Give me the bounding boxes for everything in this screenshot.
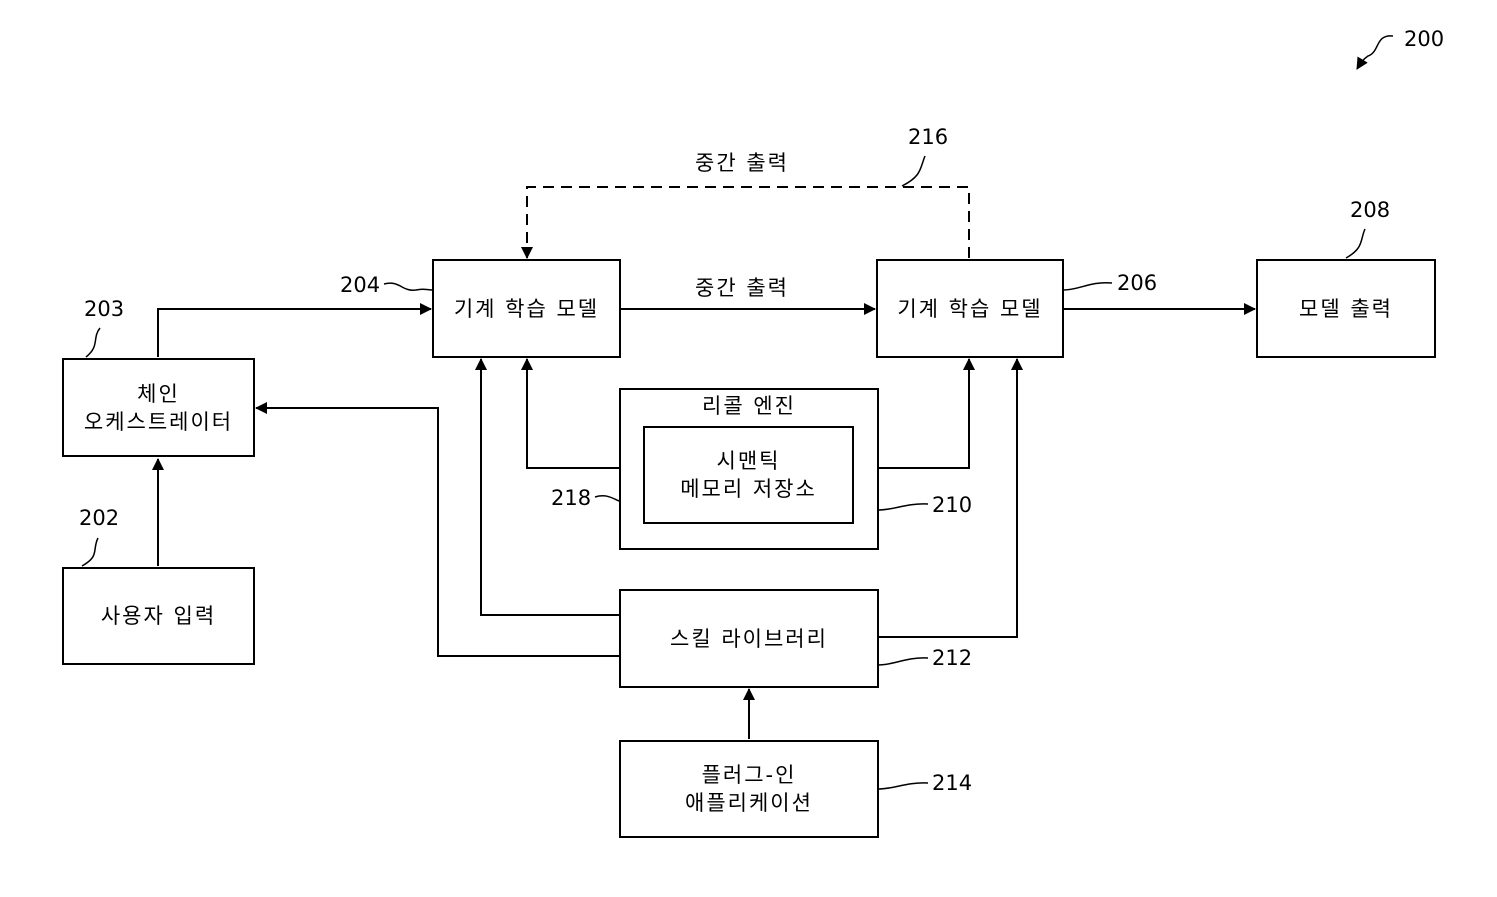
arrow-feedback-model-b-to-model-a	[527, 187, 969, 258]
ml-model-a-box: 기계 학습 모델	[432, 259, 621, 358]
ref-214: 214	[932, 771, 972, 795]
skill-library-label: 스킬 라이브러리	[670, 625, 828, 653]
leader-204	[384, 283, 433, 290]
leader-203	[86, 328, 100, 357]
arrow-recall-to-model-a	[527, 359, 620, 468]
leader-214	[878, 783, 928, 789]
leader-200	[1357, 36, 1393, 69]
leader-216	[902, 156, 925, 186]
leader-212	[878, 658, 928, 665]
ref-206: 206	[1117, 271, 1157, 295]
intermediate-output-feedback-label: 중간 출력	[695, 151, 789, 175]
user-input-box: 사용자 입력	[62, 567, 255, 665]
leader-202	[82, 538, 98, 566]
ref-202: 202	[79, 506, 119, 530]
leader-210	[878, 504, 928, 510]
arrow-skills-to-orchestrator	[256, 408, 620, 656]
semantic-memory-label-line2: 메모리 저장소	[680, 475, 817, 503]
model-output-box: 모델 출력	[1256, 259, 1436, 358]
chain-orchestrator-label-line2: 오케스트레이터	[84, 408, 233, 436]
skill-library-box: 스킬 라이브러리	[619, 589, 879, 688]
chain-orchestrator-label-line1: 체인	[137, 380, 180, 408]
intermediate-output-label: 중간 출력	[695, 276, 789, 300]
chain-orchestrator-box: 체인 오케스트레이터	[62, 358, 255, 457]
ml-model-b-label: 기계 학습 모델	[897, 295, 1042, 323]
user-input-label: 사용자 입력	[101, 602, 216, 630]
model-output-label: 모델 출력	[1299, 295, 1393, 323]
semantic-memory-label-line1: 시맨틱	[717, 447, 781, 475]
ref-216: 216	[908, 125, 948, 149]
ref-210: 210	[932, 493, 972, 517]
ref-204: 204	[340, 273, 380, 297]
ref-212: 212	[932, 646, 972, 670]
ml-model-b-box: 기계 학습 모델	[876, 259, 1064, 358]
leader-208	[1346, 229, 1365, 258]
ref-200: 200	[1404, 27, 1444, 51]
semantic-memory-box: 시맨틱 메모리 저장소	[643, 426, 854, 524]
plugin-application-box: 플러그-인 애플리케이션	[619, 740, 879, 838]
ref-208: 208	[1350, 198, 1390, 222]
plugin-application-label-line2: 애플리케이션	[685, 789, 813, 817]
ref-203: 203	[84, 297, 124, 321]
arrow-orchestrator-to-model-a	[158, 309, 431, 357]
recall-engine-label: 리콜 엔진	[702, 392, 796, 420]
arrow-recall-to-model-b	[878, 359, 969, 468]
ref-218: 218	[551, 486, 591, 510]
plugin-application-label-line1: 플러그-인	[702, 761, 797, 789]
leader-206	[1063, 283, 1112, 290]
ml-model-a-label: 기계 학습 모델	[454, 295, 599, 323]
